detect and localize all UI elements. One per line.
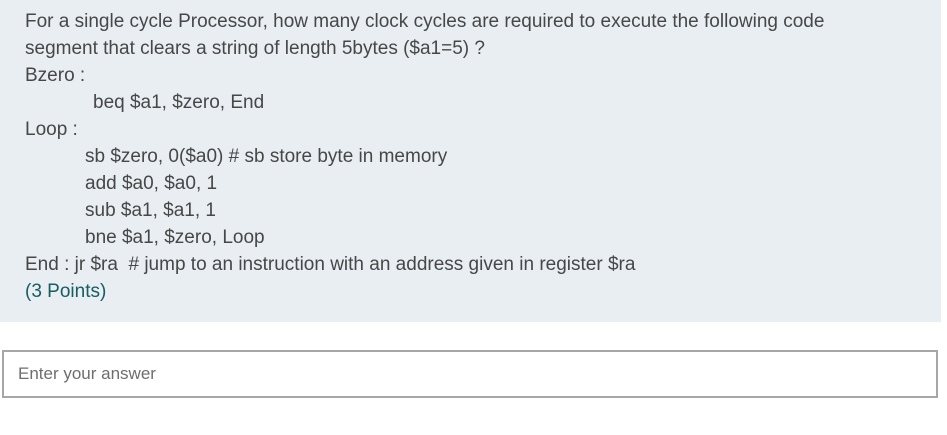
code-line-bne: bne $a1, $zero, Loop <box>85 227 265 248</box>
code-line-beq: beq $a1, $zero, End <box>93 92 265 113</box>
answer-input[interactable] <box>2 350 938 398</box>
code-line-end: End : jr $ra # jump to an instruction wi… <box>25 254 636 275</box>
code-line-add: add $a0, $a0, 1 <box>85 173 218 194</box>
code-line-sb: sb $zero, 0($a0) # sb store byte in memo… <box>85 146 448 167</box>
code-line-bzero-label: Bzero : <box>25 65 86 86</box>
question-text-line: For a single cycle Processor, how many c… <box>25 11 825 32</box>
code-line-sub: sub $a1, $a1, 1 <box>85 200 216 221</box>
question-text-line: segment that clears a string of length 5… <box>25 38 485 59</box>
question-panel: For a single cycle Processor, how many c… <box>0 0 941 322</box>
points-badge: (3 Points) <box>25 281 107 302</box>
code-line-loop-label: Loop : <box>25 119 78 140</box>
answer-field-container <box>2 350 947 398</box>
